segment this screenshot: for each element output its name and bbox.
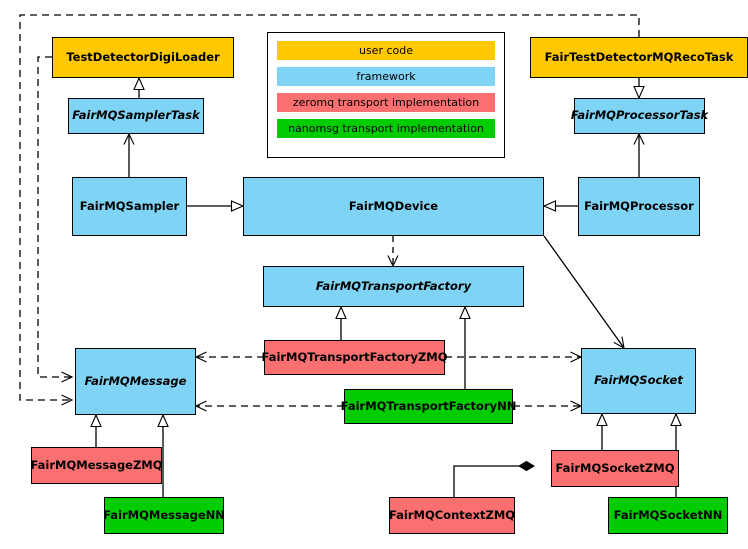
class-fairmq-message-zmq[interactable]: FairMQMessageZMQ	[30, 447, 163, 484]
edge-device-to-socket	[543, 235, 625, 350]
legend: user code framework zeromq transport imp…	[267, 32, 505, 158]
class-fairmq-context-zmq[interactable]: FairMQContextZMQ	[389, 497, 515, 534]
class-fairmq-socket-zmq[interactable]: FairMQSocketZMQ	[551, 450, 679, 487]
class-fairmq-message-nn[interactable]: FairMQMessageNN	[103, 497, 225, 534]
edge-contextzmq-to-socketzmq	[453, 460, 535, 497]
legend-label: framework	[356, 70, 416, 83]
class-fairmq-processor[interactable]: FairMQProcessor	[578, 177, 700, 236]
class-fairmq-processor-task[interactable]: FairMQProcessorTask	[571, 98, 708, 134]
class-fairmq-transport-factory-nn[interactable]: FairMQTransportFactoryNN	[341, 389, 516, 424]
edge-digiloader-to-message	[37, 56, 74, 383]
edge-recotask-to-message	[19, 14, 640, 406]
class-fairmq-device[interactable]: FairMQDevice	[243, 177, 544, 236]
legend-item-user-code: user code	[277, 41, 495, 60]
class-fair-test-detector-mq-reco-task[interactable]: FairTestDetectorMQRecoTask	[530, 37, 748, 78]
legend-label: zeromq transport implementation	[292, 96, 480, 109]
class-test-detector-digi-loader[interactable]: TestDetectorDigiLoader	[52, 37, 234, 78]
legend-item-zeromq: zeromq transport implementation	[277, 93, 495, 112]
class-fairmq-sampler-task[interactable]: FairMQSamplerTask	[68, 98, 204, 134]
class-fairmq-message[interactable]: FairMQMessage	[75, 348, 196, 415]
class-fairmq-transport-factory-zmq[interactable]: FairMQTransportFactoryZMQ	[262, 340, 448, 375]
class-fairmq-transport-factory[interactable]: FairMQTransportFactory	[263, 266, 524, 307]
class-fairmq-socket-nn[interactable]: FairMQSocketNN	[608, 497, 728, 534]
legend-item-framework: framework	[277, 67, 495, 86]
legend-item-nanomsg: nanomsg transport implementation	[277, 119, 495, 138]
legend-label: user code	[358, 44, 414, 57]
class-fairmq-sampler[interactable]: FairMQSampler	[72, 177, 187, 236]
class-fairmq-socket[interactable]: FairMQSocket	[581, 348, 696, 414]
legend-label: nanomsg transport implementation	[288, 122, 484, 135]
